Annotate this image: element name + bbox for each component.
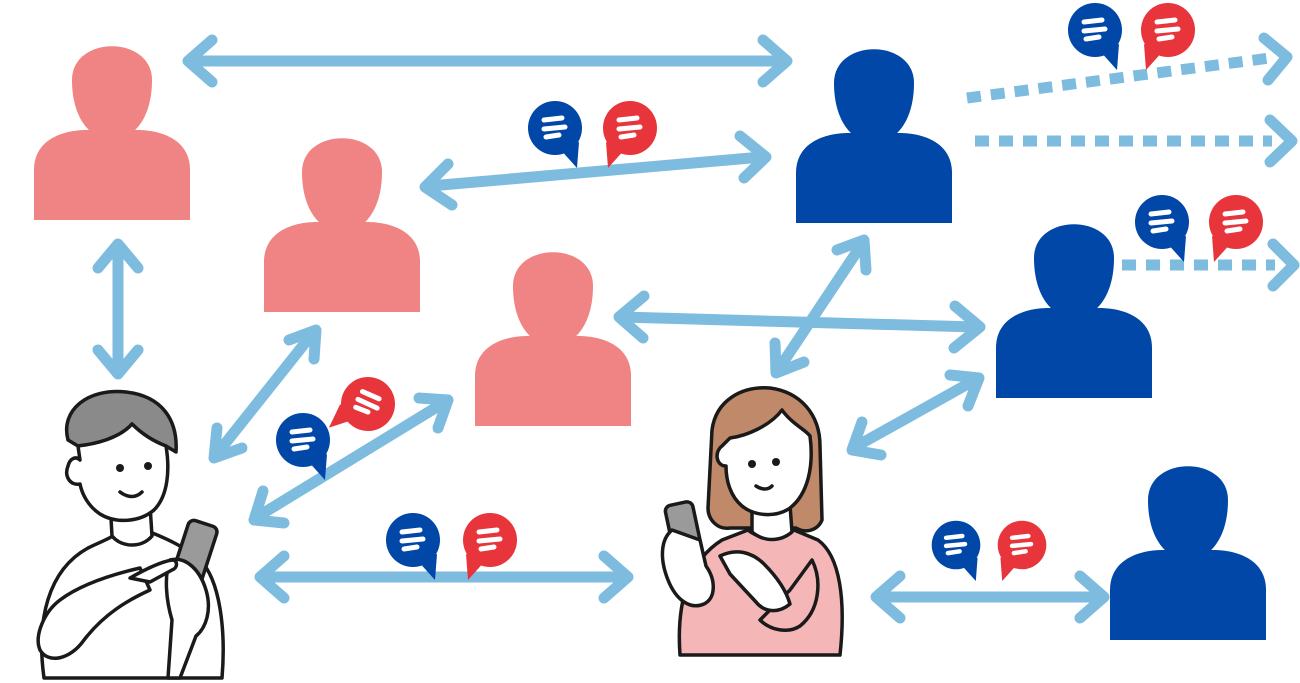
dotted-arrow-1 (966, 32, 1293, 104)
woman-face (715, 408, 813, 517)
woman-with-phone (660, 386, 844, 657)
arrow-woman-blue3 (870, 570, 1110, 624)
message-pair-woman-blue3 (931, 520, 1047, 581)
message-pair-man-woman (386, 513, 517, 580)
chat-bubble-blue-icon (528, 101, 582, 168)
chat-bubble-blue-icon (386, 513, 440, 580)
message-pair-top-right (1068, 3, 1195, 70)
blue-person-3 (1110, 466, 1266, 640)
chat-bubble-blue-icon (931, 520, 981, 581)
dotted-arrow-3 (1122, 238, 1300, 292)
dotted-arrow-2 (975, 114, 1298, 168)
arrow-blue1-woman (769, 234, 872, 379)
chat-bubble-red-icon (1209, 195, 1263, 262)
chat-bubble-red-icon (463, 513, 517, 580)
arrow-pink1-man (92, 238, 144, 380)
arrow-man-pink3 (248, 392, 454, 529)
arrow-pink1-blue1 (182, 34, 793, 88)
chat-bubble-red-icon (1141, 3, 1195, 70)
blue-person-1 (796, 49, 952, 223)
pink-person-3 (475, 252, 631, 426)
man-with-phone (36, 389, 225, 680)
man-face (65, 422, 170, 523)
arrow-woman-blue2 (846, 369, 985, 461)
chat-bubble-blue-icon (276, 413, 330, 480)
blue-person-2 (996, 224, 1152, 398)
chat-bubble-blue-icon (1068, 3, 1122, 70)
arrow-man-pink2 (208, 324, 322, 464)
arrow-pink2-blue1 (419, 130, 772, 211)
arrow-man-woman (254, 550, 634, 604)
dotted-edges-layer (966, 32, 1300, 292)
message-pair-pink2-blue1 (528, 101, 657, 168)
chat-bubble-red-icon (997, 520, 1047, 581)
arrow-pink3-blue2 (613, 290, 986, 354)
edges-layer (92, 34, 1110, 624)
message-pair-blue2 (1135, 195, 1263, 262)
pink-person-1 (34, 46, 190, 220)
chat-bubble-blue-icon (1135, 195, 1189, 262)
pink-person-2 (264, 138, 420, 312)
chat-bubble-red-icon (603, 101, 657, 168)
